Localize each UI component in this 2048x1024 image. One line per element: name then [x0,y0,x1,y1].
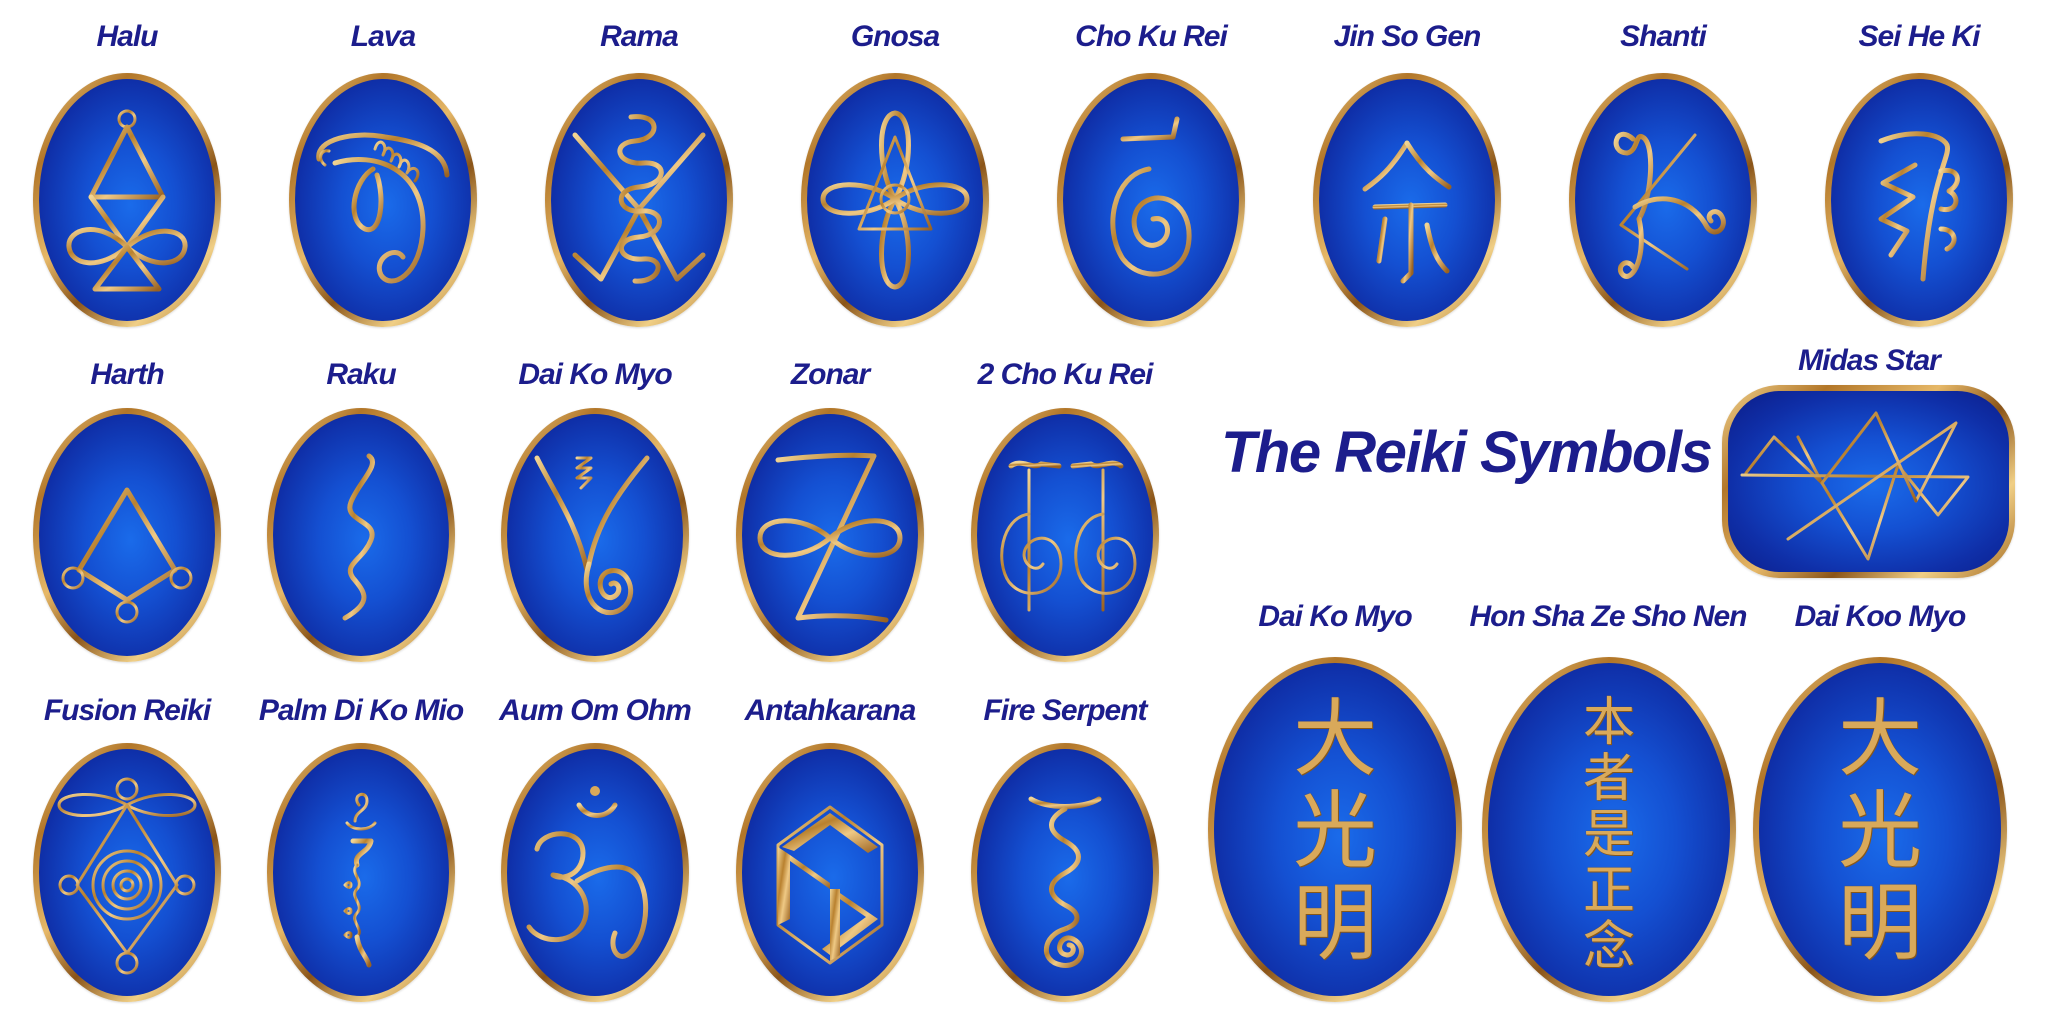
kanji-char: 本 [1582,693,1635,753]
rama-symbol-icon [572,114,706,284]
hon-sha-ze-sho-nen-medal[interactable]: 本 者 是 正 念 [1482,657,1736,1002]
midas-star-medal[interactable] [1722,385,2015,578]
sei-he-ki-medal[interactable] [1825,73,2013,327]
cho-ku-rei-medal[interactable] [1057,73,1245,327]
dai-ko-myo-tibetan-symbol-icon [534,455,650,616]
label-harth: Harth [90,358,164,391]
fusion-reiki-medal[interactable] [33,743,221,1002]
antahkarana-medal[interactable] [736,743,924,1002]
cho-ku-rei-symbol-icon [1110,116,1192,290]
rama-medal[interactable] [545,73,733,327]
kanji-char: 光 [1837,782,1922,880]
halu-symbol-icon [66,109,188,292]
kanji-char: 明 [1292,874,1377,972]
raku-medal[interactable] [267,408,455,662]
lava-medal[interactable] [289,73,477,327]
zonar-symbol-icon [757,452,903,623]
label-raku: Raku [326,358,396,391]
kanji-char: 是 [1582,805,1635,865]
shanti-symbol-icon [1613,131,1726,279]
fire-serpent-medal[interactable] [971,743,1159,1002]
hon-sha-ze-sho-nen-kanji-icon: 本 者 是 正 念 [1488,663,1730,996]
label-dai-ko-myo: Dai Ko Myo [518,358,672,391]
label-zonar: Zonar [790,358,870,391]
double-cho-ku-rei-medal[interactable] [971,408,1159,662]
dai-koo-myo-medal[interactable]: 大 光 明 [1753,657,2007,1002]
fusion-reiki-symbol-icon [57,777,197,975]
label-rama: Rama [600,20,679,53]
label-fire-serpent: Fire Serpent [983,694,1147,727]
harth-medal[interactable] [33,408,221,662]
kanji-char: 正 [1582,861,1635,921]
raku-symbol-icon [342,453,375,621]
jin-so-gen-symbol-icon [1362,122,1452,284]
shanti-medal[interactable] [1569,73,1757,327]
kanji-char: 大 [1837,690,1922,788]
gnosa-medal[interactable] [801,73,989,327]
kanji-char: 光 [1292,782,1377,880]
label-cho-ku-rei: Cho Ku Rei [1075,20,1228,53]
om-medal[interactable] [501,743,689,1002]
label-dai-koo-myo: Dai Koo Myo [1794,600,1967,633]
label-halu: Halu [96,20,158,53]
palm-di-ko-mio-symbol-icon [343,792,377,968]
double-cho-ku-rei-symbol-icon [1000,460,1137,612]
kanji-char: 明 [1837,874,1922,972]
jin-so-gen-medal[interactable] [1313,73,1501,327]
antahkarana-symbol-icon [776,805,884,965]
dai-ko-myo-tibetan-medal[interactable] [501,408,689,662]
label-jin-so-gen: Jin So Gen [1333,20,1482,53]
label-aum-om-ohm: Aum Om Ohm [499,694,692,727]
halu-medal[interactable] [33,73,221,327]
dai-ko-myo-kanji-icon: 大 光 明 [1214,663,1456,996]
gnosa-symbol-icon [820,110,970,290]
label-palm-di-ko-mio: Palm Di Ko Mio [258,694,464,727]
zonar-medal[interactable] [736,408,924,662]
label-dai-ko-myo-kanji: Dai Ko Myo [1258,600,1412,633]
fire-serpent-symbol-icon [1028,796,1102,968]
label-gnosa: Gnosa [850,20,940,53]
sei-he-ki-symbol-icon [1878,131,1960,282]
dai-ko-myo-kanji-medal[interactable]: 大 光 明 [1208,657,1462,1002]
palm-di-ko-mio-medal[interactable] [267,743,455,1002]
dai-koo-myo-kanji-icon: 大 光 明 [1759,663,2001,996]
label-antahkarana: Antahkarana [744,694,917,727]
page-title: The Reiki Symbols [1221,420,1713,485]
label-lava: Lava [350,20,416,53]
label-sei-he-ki: Sei He Ki [1858,20,1980,53]
label-2-cho-ku-rei: 2 Cho Ku Rei [977,358,1154,391]
label-fusion-reiki: Fusion Reiki [43,694,211,727]
label-hon-sha-ze-sho-nen: Hon Sha Ze Sho Nen [1469,600,1747,633]
label-shanti: Shanti [1620,20,1707,53]
label-midas-star: Midas Star [1798,344,1941,377]
harth-symbol-icon [61,454,193,624]
lava-symbol-icon [316,132,450,284]
midas-star-symbol-icon [1740,411,1986,561]
kanji-char: 大 [1292,690,1377,788]
kanji-char: 者 [1582,749,1635,809]
kanji-char: 念 [1582,917,1635,977]
om-symbol-icon [526,786,649,959]
